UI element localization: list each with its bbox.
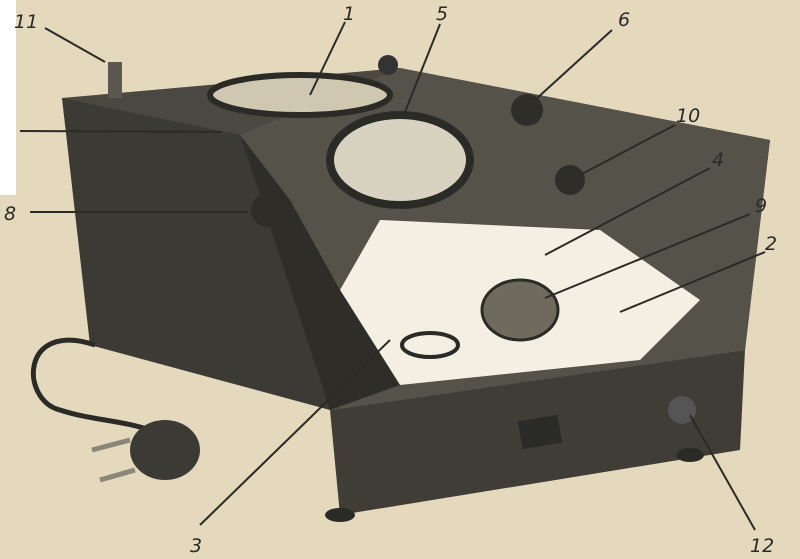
label-11: 11: [14, 11, 38, 33]
callout-labels: 11 1 5 6 10 4 9 2 8 3 12: [4, 3, 777, 557]
label-1: 1: [343, 3, 355, 25]
blank-margin: [0, 0, 16, 195]
label-4: 4: [712, 149, 724, 171]
label-12: 12: [750, 535, 774, 557]
power-plug: [130, 420, 200, 480]
knob-6: [511, 94, 543, 126]
terminal-post: [108, 62, 122, 98]
knob-9: [480, 278, 560, 342]
label-9: 9: [755, 195, 767, 217]
screw: [378, 55, 398, 75]
label-5: 5: [436, 3, 448, 25]
label-8: 8: [4, 203, 16, 225]
meter: [326, 111, 474, 209]
turntable: [207, 72, 393, 118]
device-parts: [30, 55, 704, 522]
label-10: 10: [676, 105, 700, 127]
leader-lines: [19, 21, 766, 531]
socket-12: [668, 396, 696, 424]
label-3: 3: [190, 535, 202, 557]
label-2: 2: [765, 233, 777, 255]
label-6: 6: [618, 9, 630, 31]
power-cord: [30, 337, 151, 433]
knob-10: [555, 165, 585, 195]
knob-8: [251, 193, 285, 227]
front-plate: [517, 414, 563, 450]
cable-loop: [400, 331, 460, 359]
